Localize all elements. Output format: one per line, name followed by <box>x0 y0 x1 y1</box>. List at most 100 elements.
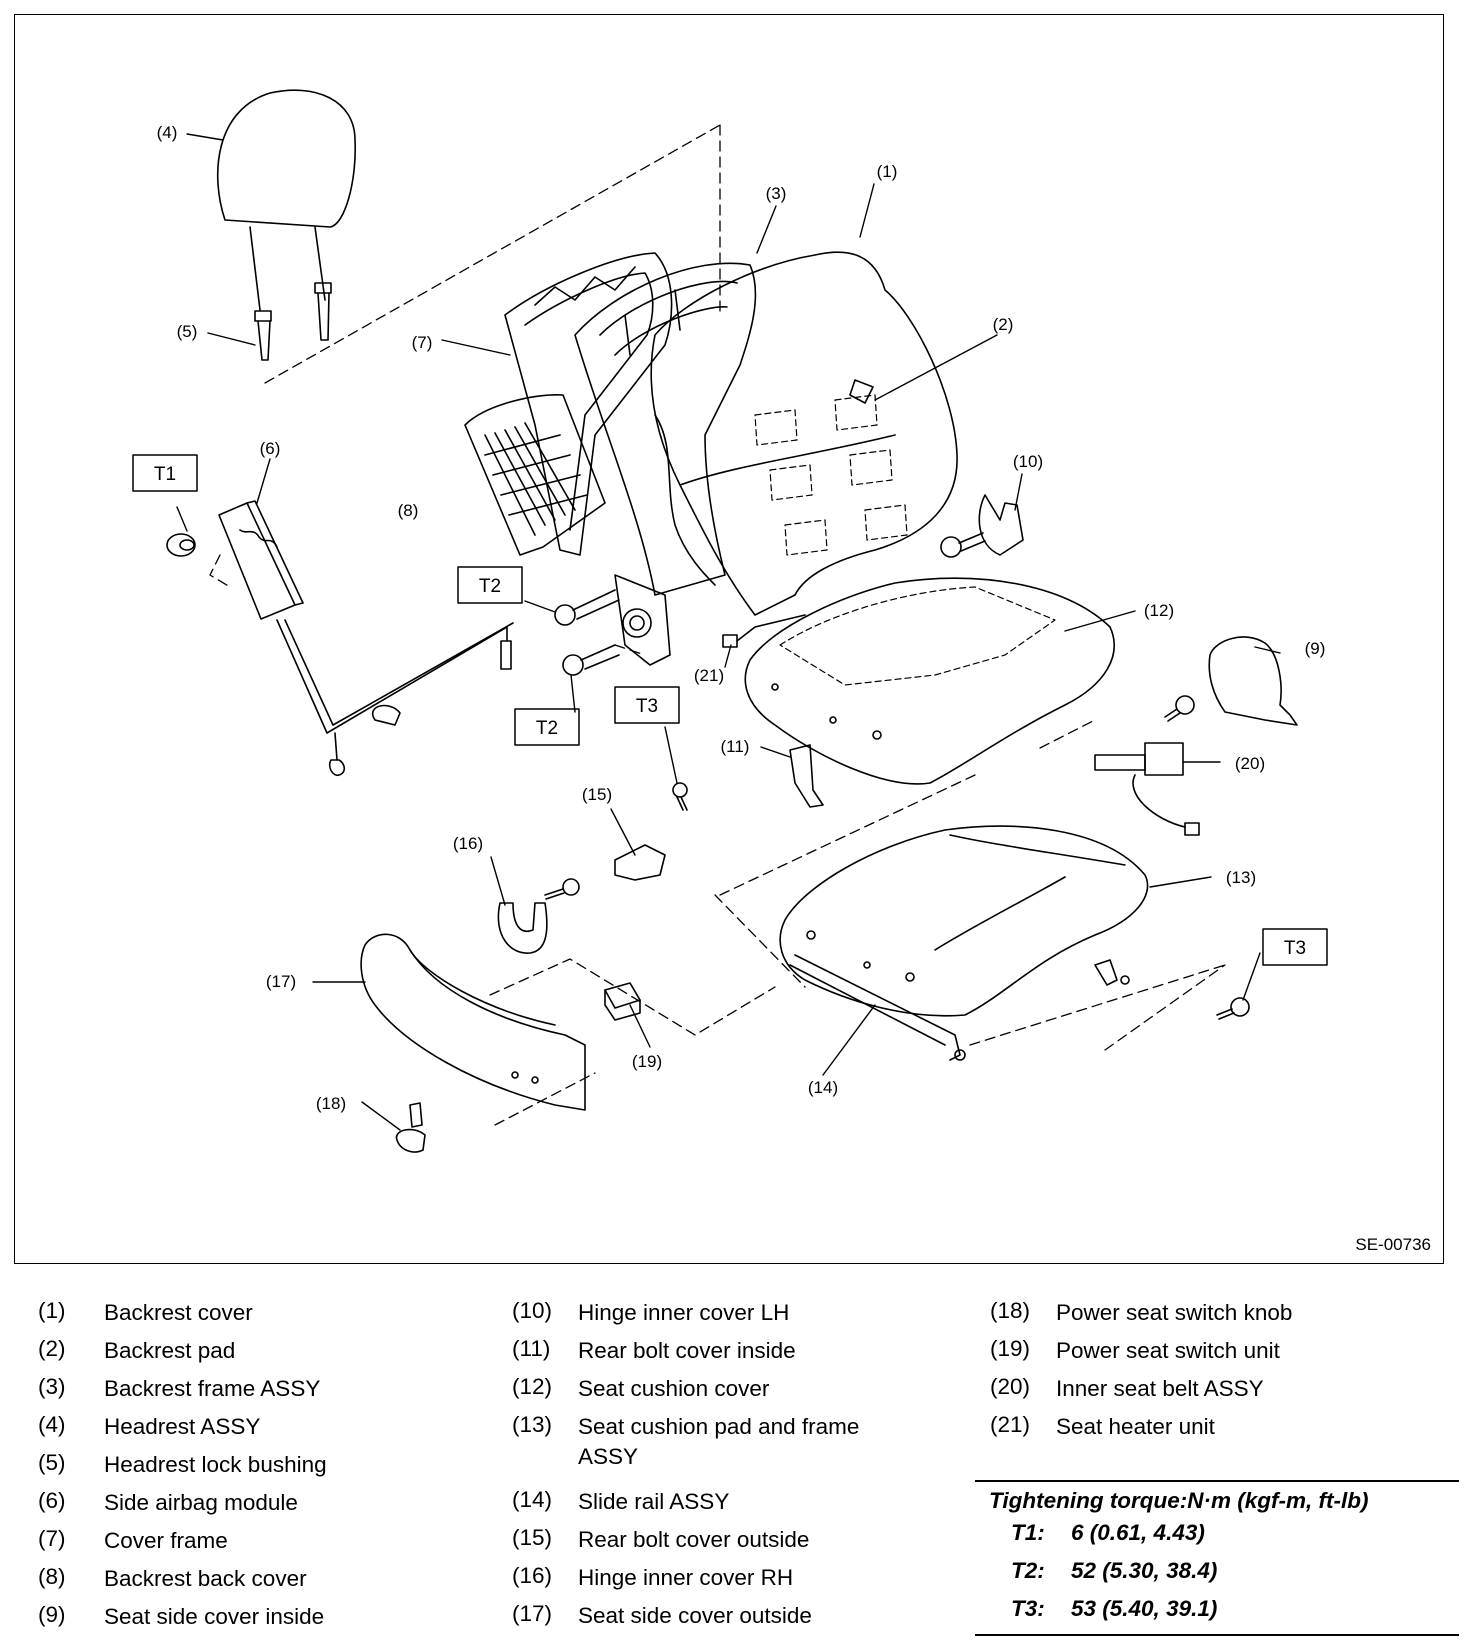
legend-num: (18) <box>990 1298 1031 1323</box>
callout-7: (7) <box>412 333 433 352</box>
callout-3: (3) <box>766 184 787 203</box>
callout-labels: (1) (2) (3) (4) (5) (6) (7) (8) (9) (10)… <box>157 123 1326 1113</box>
callout-13: (13) <box>1226 868 1256 887</box>
legend-name: Backrest frame ASSY <box>104 1376 321 1401</box>
torque-key: T3: <box>1011 1596 1045 1621</box>
callout-6: (6) <box>260 439 281 458</box>
torque-value: 6 (0.61, 4.43) <box>1071 1520 1205 1545</box>
tag-t3-left: T3 <box>636 696 658 717</box>
backrest-pad <box>849 379 874 404</box>
legend-name: Power seat switch unit <box>1056 1338 1280 1363</box>
legend-name: Hinge inner cover LH <box>578 1300 790 1325</box>
tag-t2-lower: T2 <box>536 718 558 739</box>
torque-bottom-rule <box>975 1634 1459 1636</box>
torque-table: Tightening torque:N·m (kgf-m, ft-lb) T1:… <box>975 1480 1459 1636</box>
hinge-inner-cover-rh <box>497 878 580 954</box>
callout-19: (19) <box>632 1052 662 1071</box>
rear-bolt-cover-inside <box>789 744 824 808</box>
figure-code: SE-00736 <box>1355 1235 1431 1254</box>
backrest-back-cover <box>464 393 606 556</box>
legend-num: (5) <box>38 1450 66 1475</box>
backrest-frame-assy <box>574 262 757 666</box>
legend-num: (21) <box>990 1412 1031 1437</box>
legend-num: (16) <box>512 1563 553 1588</box>
seat-side-cover-outside <box>360 933 586 1111</box>
torque-tag-labels: T1 T2 T2 T3 T3 <box>154 464 1306 959</box>
legend-num: (12) <box>512 1374 553 1399</box>
torque-row: T3: 53 (5.40, 39.1) <box>975 1596 1459 1634</box>
legend-num: (10) <box>512 1298 553 1323</box>
legend-num: (7) <box>38 1526 66 1551</box>
slide-rail-assy <box>789 954 1130 1061</box>
torque-key: T1: <box>1011 1520 1045 1545</box>
callout-9: (9) <box>1305 639 1326 658</box>
legend-name: Backrest back cover <box>104 1566 307 1591</box>
legend-num: (14) <box>512 1487 553 1512</box>
leader-lines <box>176 133 1281 1131</box>
legend-name: Cover frame <box>104 1528 228 1553</box>
callout-2: (2) <box>993 315 1014 334</box>
legend-name: Rear bolt cover inside <box>578 1338 796 1363</box>
torque-tag-boxes <box>132 454 1328 966</box>
seat-side-cover-inside <box>1208 636 1298 726</box>
legend-name: Inner seat belt ASSY <box>1056 1376 1264 1401</box>
callout-20: (20) <box>1235 754 1265 773</box>
callout-17: (17) <box>266 972 296 991</box>
legend-name: Headrest ASSY <box>104 1414 261 1439</box>
power-seat-switch-knob <box>395 1102 426 1153</box>
torque-row: T1: 6 (0.61, 4.43) <box>975 1520 1459 1558</box>
exploded-diagram: (1) (2) (3) (4) (5) (6) (7) (8) (9) (10)… <box>14 14 1444 1264</box>
torque-key: T2: <box>1011 1558 1045 1583</box>
legend-num: (6) <box>38 1488 66 1513</box>
seat-heater-unit <box>722 614 806 648</box>
assembly-dash-lines <box>209 124 1226 1126</box>
callout-5: (5) <box>177 322 198 341</box>
legend-name: Power seat switch knob <box>1056 1300 1293 1325</box>
callout-1: (1) <box>877 162 898 181</box>
legend-num: (2) <box>38 1336 66 1361</box>
legend-num: (19) <box>990 1336 1031 1361</box>
legend-num: (9) <box>38 1602 66 1627</box>
seat-cushion-pad-and-frame-assy <box>779 825 1149 1017</box>
tag-t3-right: T3 <box>1284 938 1306 959</box>
side-airbag-module <box>218 500 514 777</box>
legend-name: Seat side cover outside <box>578 1603 812 1628</box>
legend-num: (11) <box>512 1336 551 1361</box>
legend-name: Seat heater unit <box>1056 1414 1215 1439</box>
legend-name: Rear bolt cover outside <box>578 1527 810 1552</box>
callout-21: (21) <box>694 666 724 685</box>
torque-title: Tightening torque:N·m (kgf-m, ft-lb) <box>989 1488 1369 1513</box>
tag-t1: T1 <box>154 464 176 485</box>
diagram-drawing: (1) (2) (3) (4) (5) (6) (7) (8) (9) (10)… <box>132 89 1328 1153</box>
legend-name: Backrest pad <box>104 1338 236 1363</box>
callout-12: (12) <box>1144 601 1174 620</box>
legend-name: Side airbag module <box>104 1490 298 1515</box>
legend-name: Headrest lock bushing <box>104 1452 327 1477</box>
t3-bolts <box>672 782 1250 1020</box>
callout-8: (8) <box>398 501 419 520</box>
t2-bolts <box>554 532 986 676</box>
rear-bolt-cover-outside <box>614 844 666 881</box>
legend-num: (20) <box>990 1374 1031 1399</box>
cover-frame <box>504 252 673 556</box>
callout-11: (11) <box>721 737 750 756</box>
power-seat-switch-unit <box>604 982 641 1021</box>
legend-num: (13) <box>512 1412 553 1437</box>
torque-row: T2:52 (5.30, 38.4) <box>975 1558 1459 1596</box>
legend-num: (8) <box>38 1564 66 1589</box>
legend-name: Hinge inner cover RH <box>578 1565 794 1590</box>
legend-name: Backrest cover <box>104 1300 253 1325</box>
seat-cushion-cover <box>744 577 1115 785</box>
torque-value: 53 (5.40, 39.1) <box>1071 1596 1218 1621</box>
inner-seat-belt-assy <box>1094 695 1200 836</box>
backrest-cover <box>650 251 958 616</box>
legend-num: (15) <box>512 1525 553 1550</box>
headrest-assy <box>216 89 357 311</box>
headrest-lock-bushing <box>254 282 332 361</box>
torque-top-rule <box>975 1480 1459 1482</box>
hinge-inner-cover-lh <box>978 494 1024 556</box>
t1-nut <box>166 533 196 557</box>
callout-18: (18) <box>316 1094 346 1113</box>
legend-num: (3) <box>38 1374 66 1399</box>
legend-num: (4) <box>38 1412 66 1437</box>
